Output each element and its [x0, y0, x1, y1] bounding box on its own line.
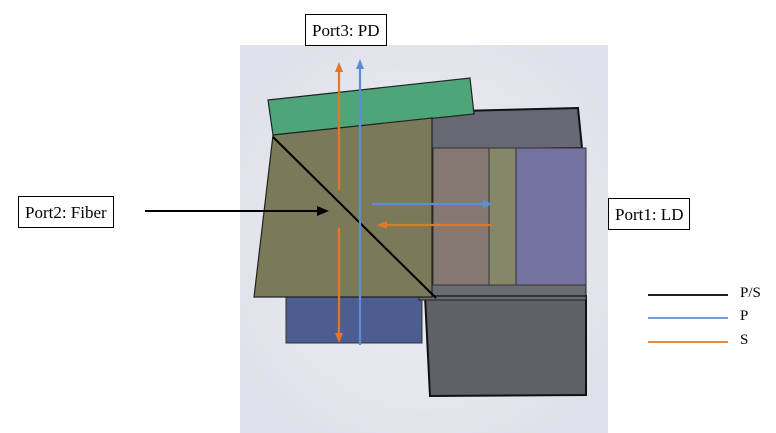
laser-segment-middle — [488, 147, 517, 286]
splitter-diagonal — [272, 136, 437, 299]
port2-label: Port2: Fiber — [18, 196, 114, 228]
legend-label-s: S — [740, 332, 749, 348]
laser-segment-right — [515, 147, 587, 286]
top-plate — [267, 77, 475, 136]
legend-label-p: P — [740, 308, 749, 324]
bottom-block — [285, 295, 423, 344]
laser-segment-left — [432, 147, 490, 286]
legend-label-ps: P/S — [740, 285, 761, 301]
port3-label: Port3: PD — [305, 14, 387, 46]
port1-label: Port1: LD — [608, 198, 691, 230]
laser-housing-lower — [423, 295, 587, 398]
